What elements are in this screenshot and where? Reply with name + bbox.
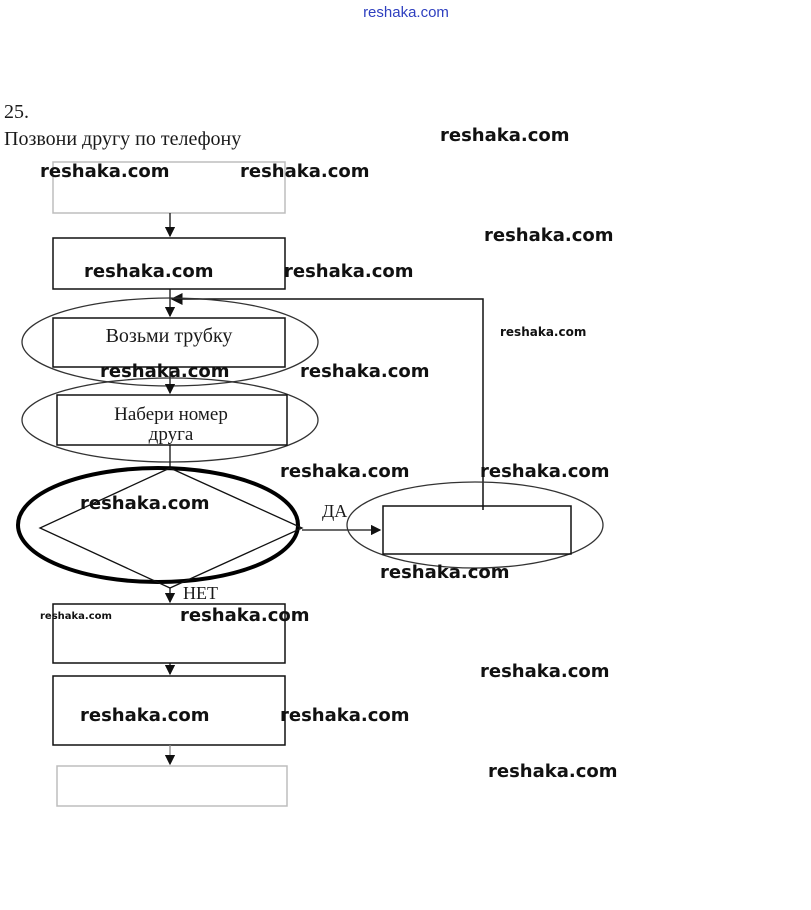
branch-yes-label: ДА [322,501,347,521]
watermark: reshaka.com [80,705,210,726]
watermark: reshaka.com [180,605,310,626]
watermark: reshaka.com [40,611,112,622]
flow-box-yes [382,505,572,555]
flow-box-6 [52,603,286,664]
loop-back-arrow [170,293,484,510]
watermark: reshaka.com [280,705,410,726]
flow-box-2 [52,237,286,290]
highlight-ellipse-decision [16,466,300,584]
dial-label-line1: Набери номер [114,404,228,425]
branch-no-label: НЕТ [183,583,218,603]
watermark: reshaka.com [284,261,414,282]
watermark: reshaka.com [280,461,410,482]
site-watermark-top: reshaka.com [363,4,449,21]
task-number: 25. [4,101,29,123]
watermark: reshaka.com [480,661,610,682]
watermark: reshaka.com [380,562,510,583]
task-title: Позвони другу по телефону [4,128,241,150]
flow-box-take-handset [52,317,286,368]
watermark: reshaka.com [40,161,170,182]
watermark-extra: reshaka.com [488,761,618,782]
watermark: reshaka.com [84,261,214,282]
watermark: reshaka.com [80,493,210,514]
watermark: reshaka.com [480,461,610,482]
watermark: reshaka.com [300,361,430,382]
watermark: reshaka.com [484,225,614,246]
watermark: reshaka.com [440,125,570,146]
dial-label-line2: друга [149,424,194,445]
watermark-layer: reshaka.com reshaka.com reshaka.com resh… [40,125,614,726]
flow-box-8 [56,765,288,807]
highlight-ellipse-yes [346,481,604,569]
watermark: reshaka.com [240,161,370,182]
watermark: reshaka.com [500,325,586,339]
take-handset-label: Возьми трубку [106,325,233,347]
flow-box-7 [52,675,286,746]
watermark: reshaka.com [100,361,230,382]
flow-box-dial [56,394,288,446]
flow-box-1 [52,161,286,214]
